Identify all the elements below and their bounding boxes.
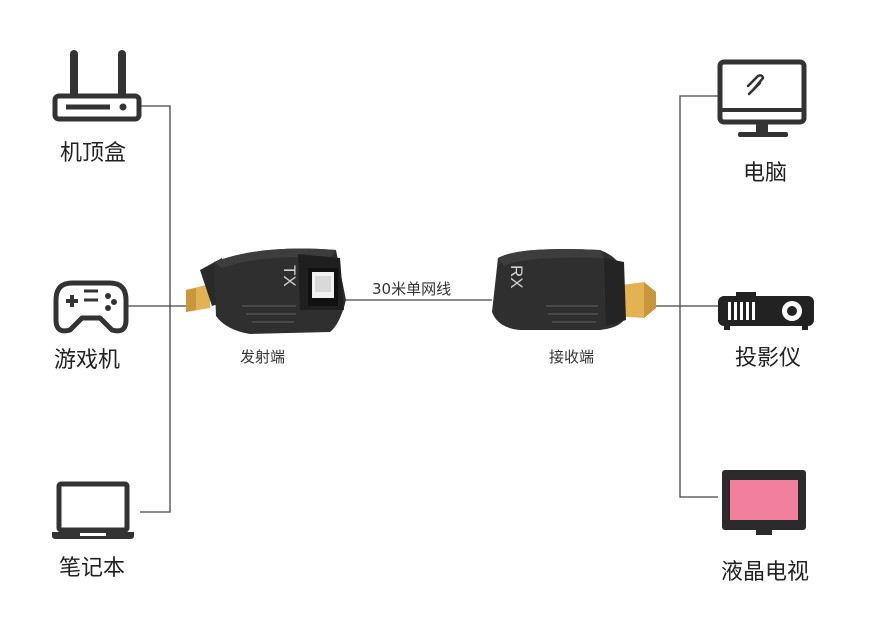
tv-icon	[722, 470, 806, 535]
tv-screen	[730, 480, 798, 520]
monitor-icon	[717, 59, 807, 137]
display-bus-lines	[652, 95, 718, 498]
projector-icon	[718, 292, 814, 330]
transmitter-label: 发射端	[240, 348, 286, 366]
router-icon	[52, 50, 142, 122]
tx-mark: TX	[280, 265, 299, 287]
source-label-set-top-box: 机顶盒	[60, 141, 127, 166]
source-label-laptop: 笔记本	[59, 556, 126, 581]
rx-mark: RX	[507, 265, 526, 289]
cable-label: 30米单网线	[372, 280, 452, 298]
display-label-lcd-tv: 液晶电视	[721, 560, 810, 585]
receiver-adapter: RX	[492, 249, 656, 330]
display-label-projector: 投影仪	[735, 346, 802, 371]
display-label-computer: 电脑	[743, 161, 788, 186]
receiver-label: 接收端	[549, 348, 595, 366]
transmitter-adapter: TX	[186, 248, 346, 334]
gamepad-icon	[53, 280, 129, 334]
source-label-game-console: 游戏机	[54, 348, 121, 373]
source-bus-lines	[125, 105, 196, 513]
laptop-icon	[52, 481, 134, 539]
